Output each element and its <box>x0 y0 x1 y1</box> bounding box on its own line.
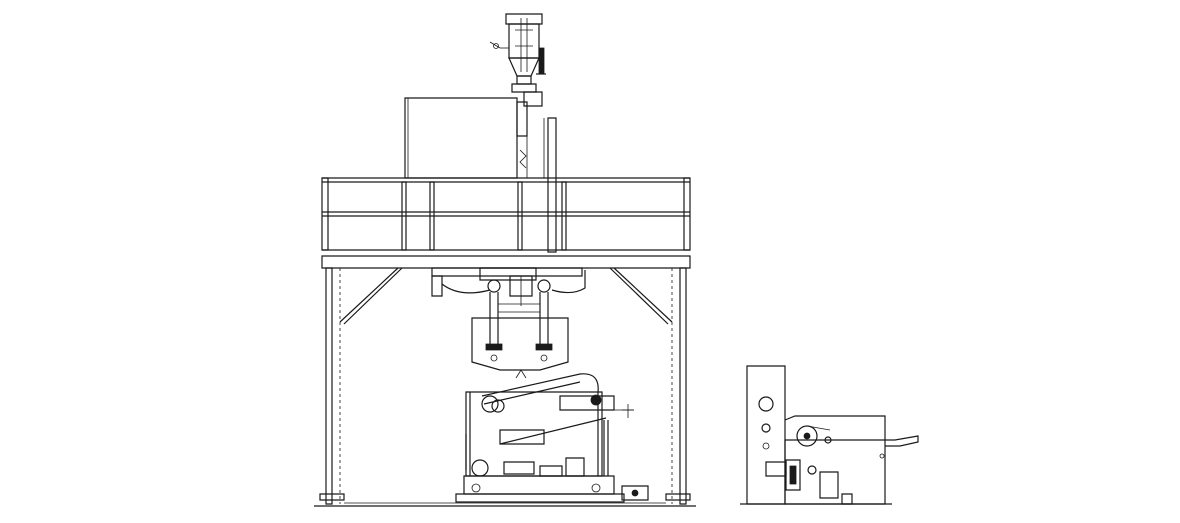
main-winder <box>456 374 648 502</box>
rewinder-unit <box>740 366 918 504</box>
extruder-unit <box>405 92 556 252</box>
haul-off-assembly <box>432 268 585 378</box>
support-frame <box>314 268 696 506</box>
hopper-feeder <box>490 14 546 92</box>
platform-railing <box>322 178 690 268</box>
